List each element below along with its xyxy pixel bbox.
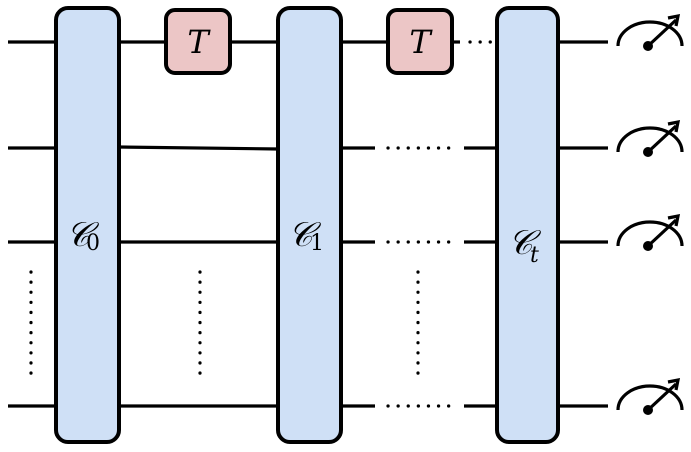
clifford-block-c0: 𝒞 0: [54, 6, 121, 444]
measurement-meter-icon: [616, 13, 684, 51]
t-gate-1: T: [164, 8, 232, 75]
clifford-block-c1: 𝒞 1: [276, 6, 343, 444]
clifford-c0-subscript: 0: [86, 231, 100, 256]
clifford-c1-subscript: 1: [310, 231, 324, 256]
measurement-meter-icon: [616, 377, 684, 415]
clifford-block-ct: 𝒞 t: [495, 6, 560, 444]
t-gate-1-label: T: [187, 23, 211, 61]
measurement-meter-icon: [616, 119, 684, 157]
t-gate-2: T: [386, 8, 454, 75]
qubit-wire-2: [8, 145, 608, 151]
clifford-ct-subscript: t: [530, 243, 539, 268]
measurement-meter-icon: [616, 213, 684, 251]
t-gate-2-label: T: [409, 23, 433, 61]
